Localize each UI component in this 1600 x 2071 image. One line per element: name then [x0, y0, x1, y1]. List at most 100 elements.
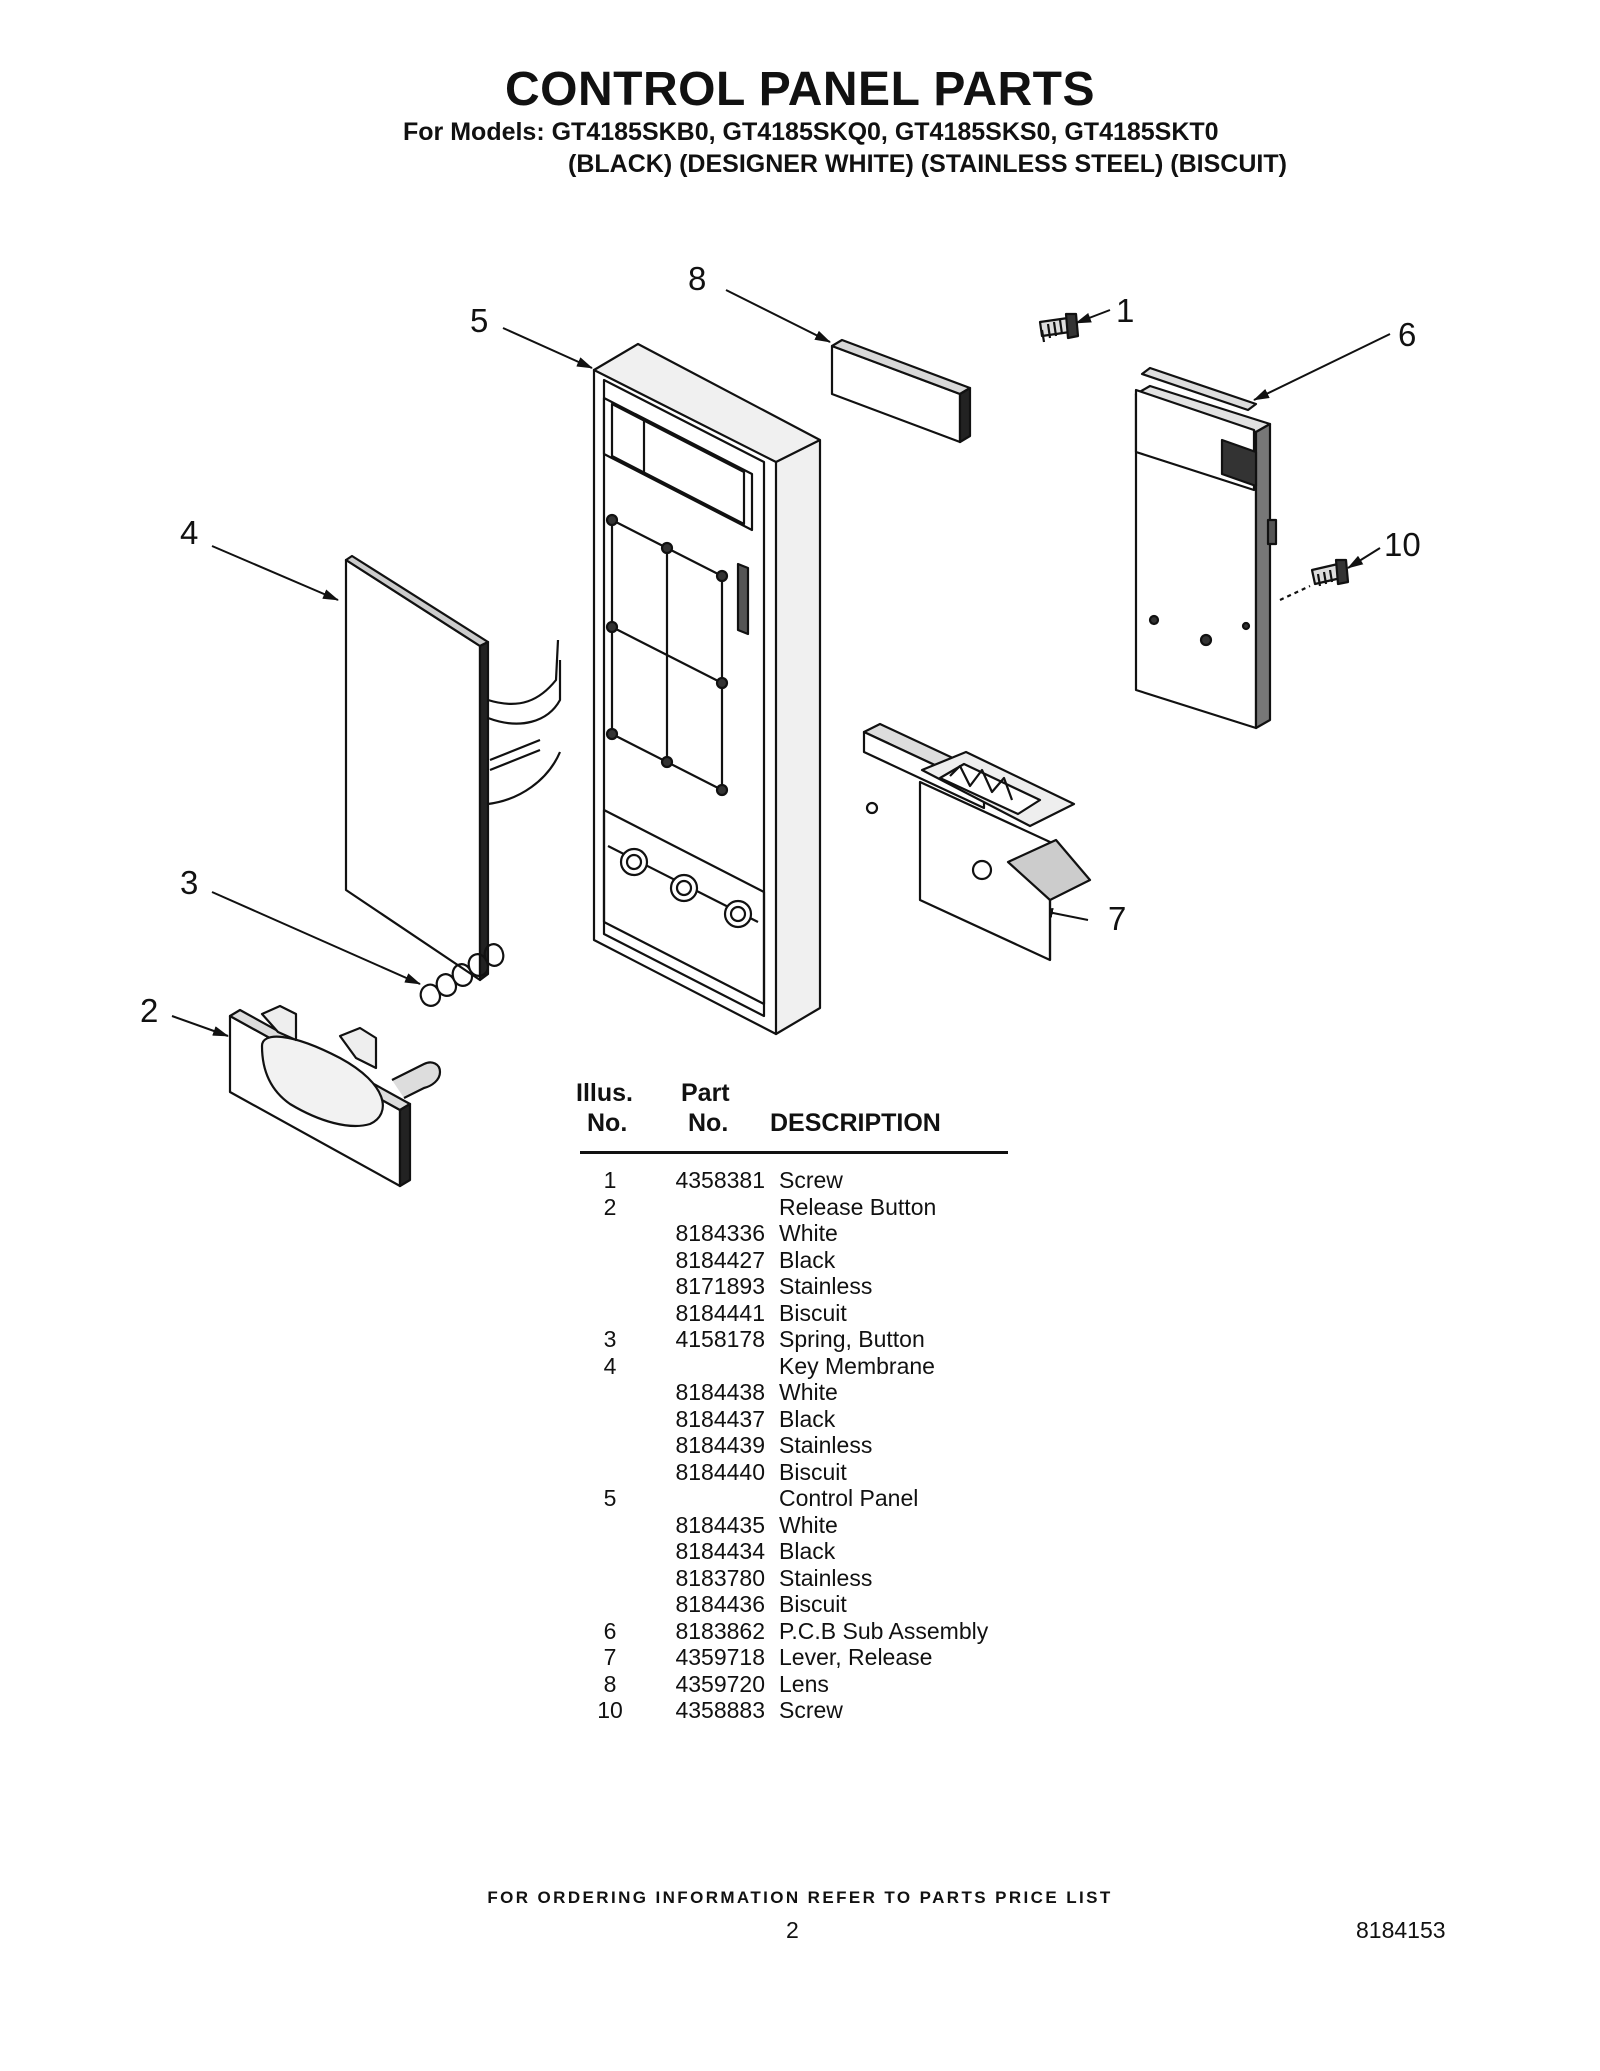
part-no-cell: 8184427	[675, 1246, 765, 1273]
illus-no-cell: 10	[597, 1697, 623, 1723]
description-cell: Spring, Button	[779, 1326, 925, 1352]
part-no-cell: 4358883	[675, 1697, 765, 1723]
part-no-cell: 8184440	[675, 1458, 765, 1485]
illus-no-cell	[560, 1565, 660, 1592]
callout-2: 2	[140, 992, 158, 1029]
illus-no-cell: 6	[603, 1617, 617, 1644]
table-row: 1 4358381 Screw	[560, 1167, 988, 1194]
screw-part-1	[1038, 312, 1080, 343]
table-row: 2 Release Button	[560, 1194, 988, 1221]
exploded-parts-diagram: 8 5 1 6 4 10 3 7 2	[140, 260, 1421, 1188]
illus-no-cell	[560, 1300, 660, 1327]
header-description: DESCRIPTION	[770, 1109, 941, 1137]
illus-no-cell	[560, 1538, 660, 1565]
table-row: 8184439 Stainless	[560, 1432, 988, 1459]
colors-line: (BLACK) (DESIGNER WHITE) (STAINLESS STEE…	[568, 150, 1287, 178]
ordering-note: FOR ORDERING INFORMATION REFER TO PARTS …	[487, 1888, 1113, 1907]
description-cell: Stainless	[779, 1273, 873, 1299]
description-cell: White	[779, 1379, 838, 1405]
illus-no-cell: 5	[603, 1485, 617, 1511]
leader-6	[1253, 333, 1391, 401]
key-membrane-part	[344, 554, 562, 982]
spring-part	[419, 943, 505, 1007]
header-rule	[580, 1151, 1008, 1154]
part-no-cell: 8184434	[675, 1538, 765, 1564]
leader-8	[725, 289, 831, 343]
leader-5	[502, 327, 593, 369]
description-cell: Black	[779, 1246, 836, 1273]
table-row: 8171893 Stainless	[560, 1273, 988, 1300]
part-no-cell: 4359718	[675, 1644, 765, 1670]
description-cell: Key Membrane	[779, 1352, 935, 1379]
part-no-cell: 8184441	[675, 1299, 765, 1326]
part-no-cell: 4358381	[675, 1167, 765, 1193]
illus-no-cell: 4	[603, 1352, 617, 1379]
description-cell: Lever, Release	[779, 1644, 933, 1670]
part-no-cell	[660, 1353, 779, 1380]
description-cell: Screw	[779, 1167, 843, 1193]
table-row: 8184440 Biscuit	[560, 1459, 988, 1486]
control-panel-part	[592, 342, 822, 1036]
callout-4: 4	[180, 514, 198, 551]
illus-no-cell: 2	[603, 1193, 617, 1220]
description-cell: Black	[779, 1538, 836, 1564]
callout-3: 3	[180, 864, 198, 901]
description-cell: Biscuit	[779, 1299, 847, 1326]
callout-1: 1	[1116, 292, 1134, 329]
description-cell: Release Button	[779, 1193, 937, 1220]
table-row: 4 Key Membrane	[560, 1353, 988, 1380]
part-no-cell: 8184438	[675, 1379, 765, 1405]
table-row: 8184438 White	[560, 1379, 988, 1406]
part-no-cell: 8184336	[675, 1220, 765, 1246]
illus-no-cell	[560, 1406, 660, 1433]
callout-10: 10	[1384, 526, 1421, 563]
table-row: 8184435 White	[560, 1512, 988, 1539]
illus-no-cell	[560, 1220, 660, 1247]
part-no-cell	[660, 1194, 779, 1221]
description-cell: Stainless	[779, 1432, 873, 1458]
illus-no-cell	[560, 1273, 660, 1300]
part-no-cell: 8184435	[675, 1511, 765, 1538]
table-row: 10 4358883 Screw	[560, 1697, 988, 1724]
leader-1	[1075, 309, 1111, 324]
table-row: 7 4359718 Lever, Release	[560, 1644, 988, 1671]
illus-no-cell	[560, 1459, 660, 1486]
header-part-line1: Part	[681, 1079, 730, 1107]
header-part-line2: No.	[688, 1109, 729, 1137]
leader-3	[211, 891, 421, 985]
illus-no-cell: 1	[603, 1167, 617, 1193]
description-cell: Screw	[779, 1697, 843, 1723]
header-illus-line2: No.	[587, 1109, 628, 1137]
part-no-cell	[660, 1485, 779, 1512]
illus-no-cell	[560, 1247, 660, 1274]
description-cell: Black	[779, 1405, 836, 1432]
description-cell: Control Panel	[779, 1485, 919, 1511]
part-no-cell: 4158178	[675, 1326, 765, 1352]
illus-no-cell: 3	[603, 1326, 617, 1352]
illus-no-cell: 8	[603, 1670, 617, 1697]
document-number: 8184153	[1356, 1917, 1446, 1943]
callout-7: 7	[1108, 900, 1126, 937]
part-no-cell: 8183780	[675, 1564, 765, 1591]
illus-no-cell: 7	[603, 1644, 617, 1670]
description-cell: P.C.B Sub Assembly	[779, 1617, 989, 1644]
screw-part-10	[1279, 558, 1350, 601]
table-row: 8184434 Black	[560, 1538, 988, 1565]
part-no-cell: 8171893	[675, 1273, 765, 1299]
release-lever-part	[862, 722, 1092, 962]
part-no-cell: 8184436	[675, 1591, 765, 1617]
illus-no-cell	[560, 1591, 660, 1618]
description-cell: White	[779, 1511, 838, 1538]
page-number: 2	[786, 1917, 799, 1943]
release-button-part	[228, 1004, 442, 1188]
callout-8: 8	[688, 260, 706, 297]
part-no-cell: 8184439	[675, 1432, 765, 1458]
description-cell: Biscuit	[779, 1458, 847, 1485]
